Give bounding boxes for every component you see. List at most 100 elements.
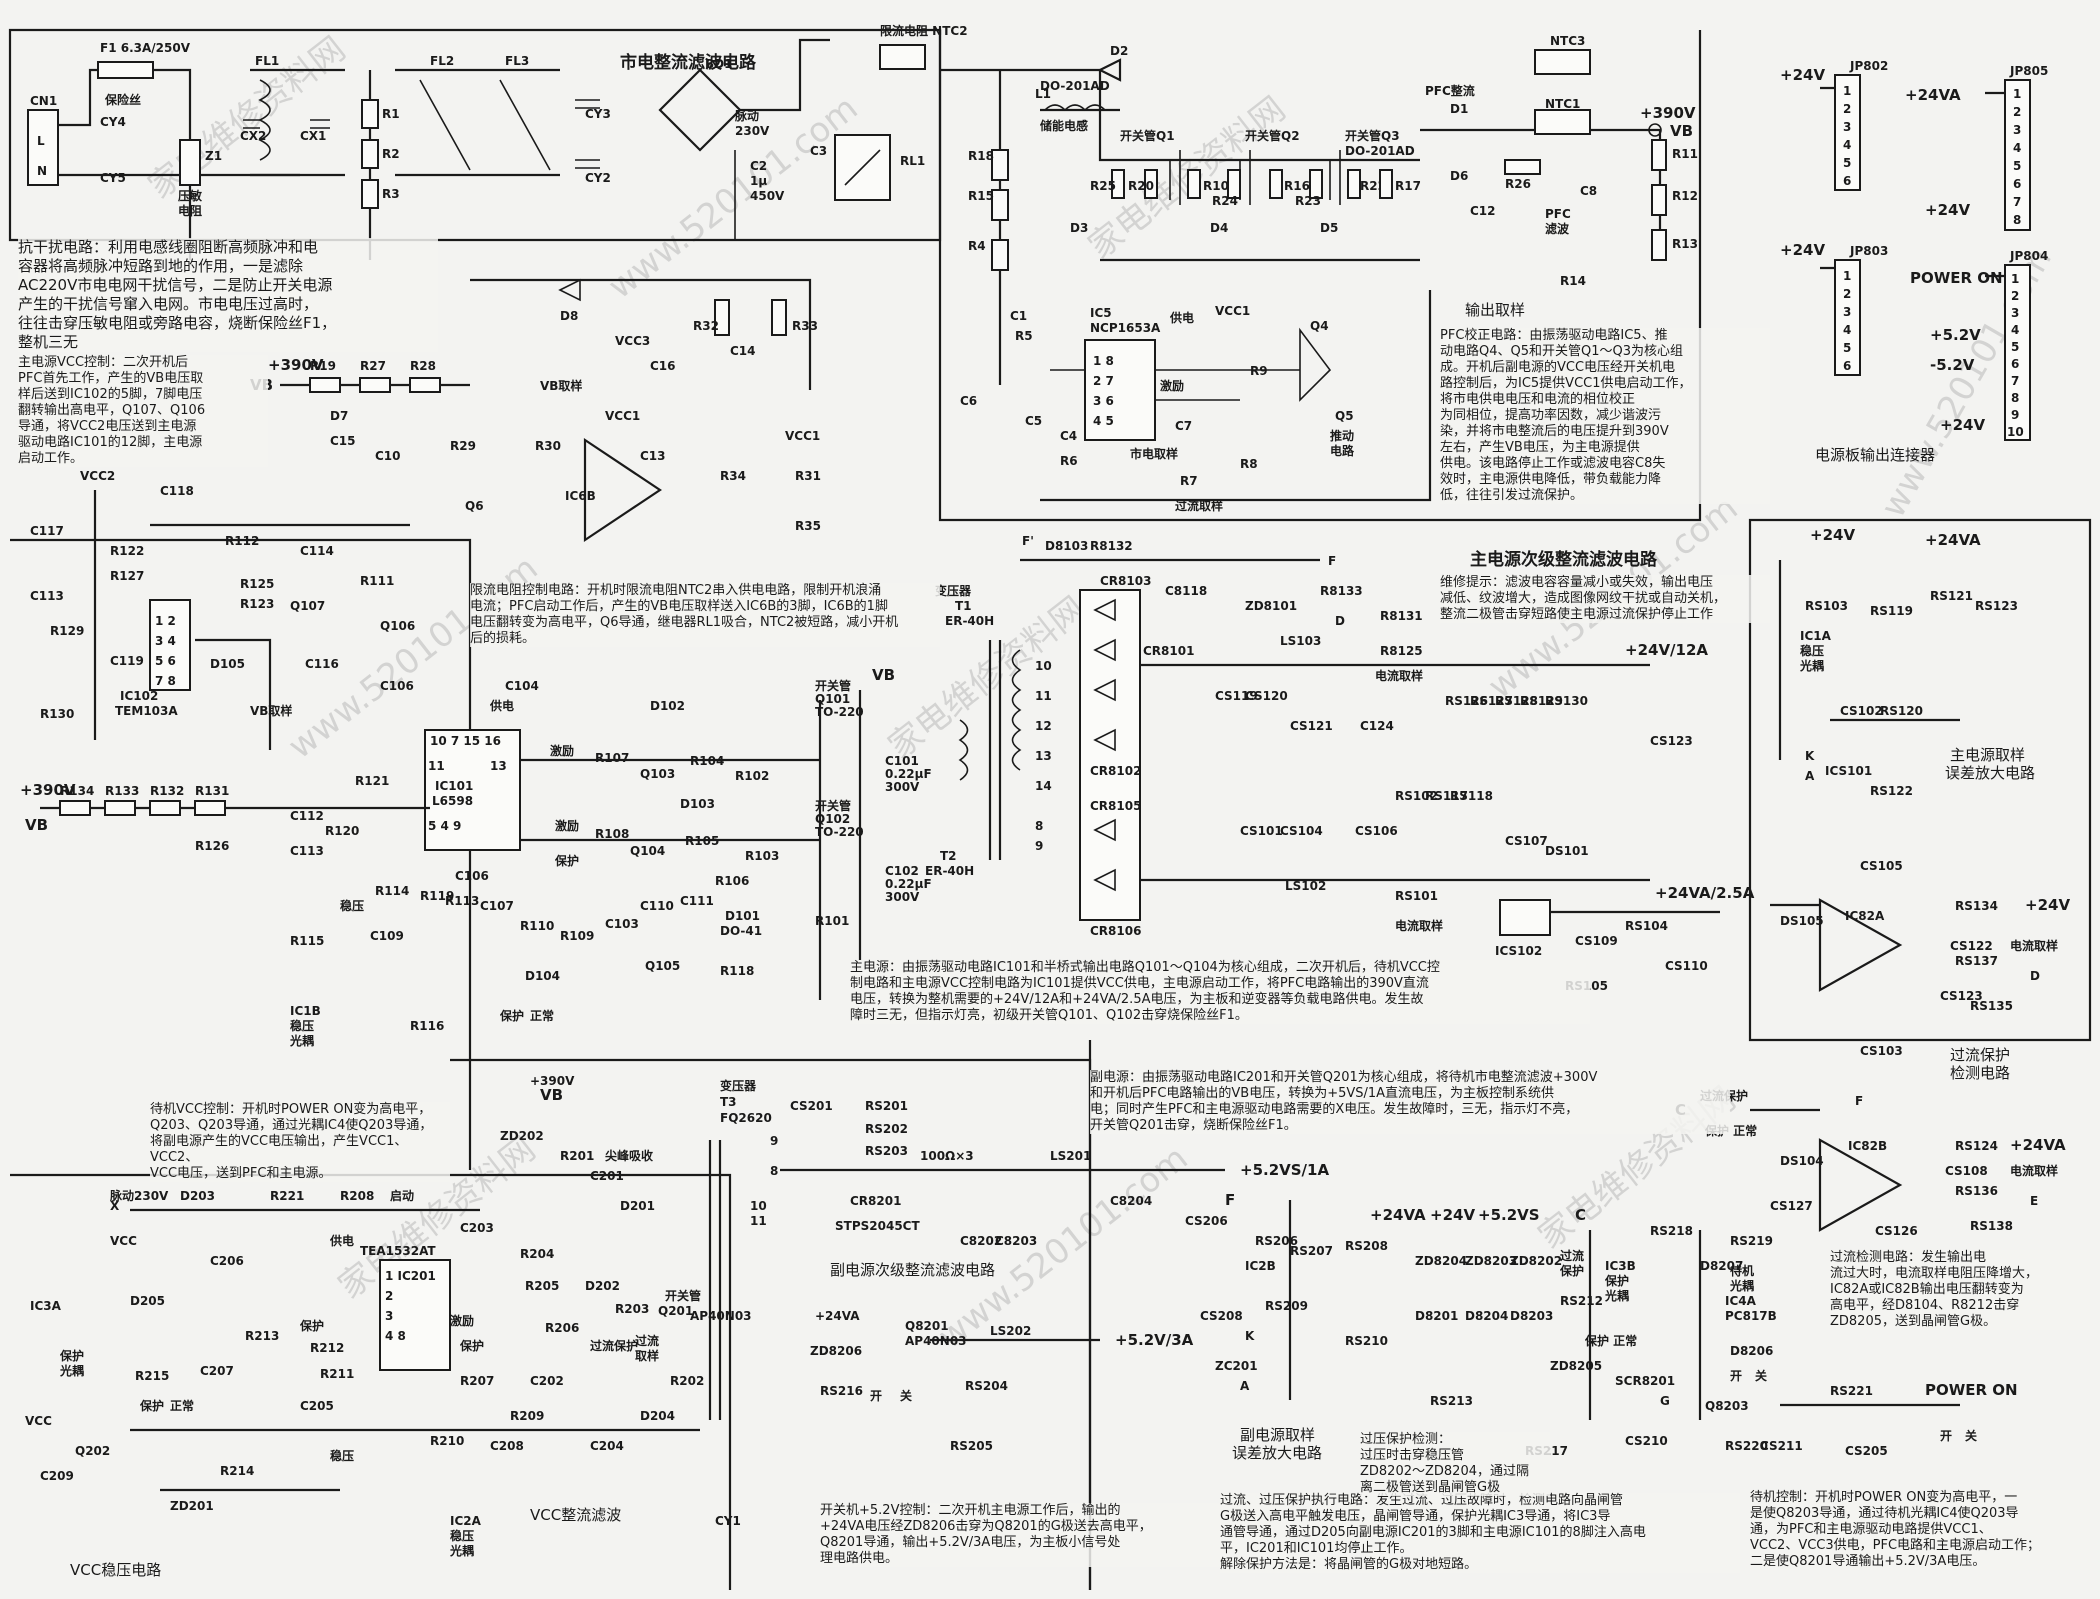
svg-text:电流取样: 电流取样 bbox=[1375, 668, 1423, 683]
svg-text:电阻: 电阻 bbox=[178, 203, 202, 218]
svg-text:RS220: RS220 bbox=[1725, 1439, 1768, 1453]
svg-text:CS210: CS210 bbox=[1625, 1434, 1668, 1448]
secondary-filter-title: 主电源次级整流滤波电路 bbox=[1470, 549, 1658, 570]
svg-text:R6: R6 bbox=[1060, 454, 1078, 468]
svg-text:+5.2VS: +5.2VS bbox=[1478, 1206, 1540, 1224]
svg-text:过流取样: 过流取样 bbox=[1175, 498, 1223, 513]
svg-text:7 8: 7 8 bbox=[155, 674, 176, 688]
svg-text:VB: VB bbox=[1670, 122, 1693, 140]
opamp-ic6b bbox=[583, 437, 662, 543]
svg-text:9: 9 bbox=[770, 1134, 778, 1148]
svg-text:R17: R17 bbox=[1395, 179, 1421, 193]
svg-text:ZD201: ZD201 bbox=[170, 1499, 214, 1513]
svg-text:R35: R35 bbox=[795, 519, 821, 533]
svg-text:开关管Q1: 开关管Q1 bbox=[1120, 128, 1175, 143]
out-24v-label: +24V/12A bbox=[1625, 641, 1708, 659]
svg-text:5: 5 bbox=[1843, 156, 1851, 170]
watermark: 家电维修资料网 bbox=[141, 29, 353, 207]
varistor-z1 bbox=[179, 139, 201, 186]
svg-text:VB取样: VB取样 bbox=[250, 703, 292, 718]
svg-text:稳压: 稳压 bbox=[330, 1448, 354, 1463]
svg-text:R129: R129 bbox=[50, 624, 84, 638]
svg-text:C8118: C8118 bbox=[1165, 584, 1207, 598]
svg-text:C206: C206 bbox=[210, 1254, 244, 1268]
svg-text:保护: 保护 bbox=[554, 853, 579, 868]
svg-text:压敏: 压敏 bbox=[178, 188, 203, 203]
svg-text:稳压: 稳压 bbox=[1800, 643, 1824, 658]
note-standby-vcc: 待机VCC控制：开机时POWER ON变为高电平， Q203、Q203导通，通过… bbox=[150, 1102, 450, 1182]
svg-text:CS121: CS121 bbox=[1290, 719, 1333, 733]
svg-text:3: 3 bbox=[1843, 305, 1851, 319]
svg-text:R14: R14 bbox=[1560, 274, 1586, 288]
svg-text:C14: C14 bbox=[730, 344, 756, 358]
svg-text:R103: R103 bbox=[745, 849, 779, 863]
svg-text:D201: D201 bbox=[620, 1199, 655, 1213]
svg-text:R33: R33 bbox=[792, 319, 818, 333]
svg-text:DO-201AD: DO-201AD bbox=[1345, 144, 1415, 158]
svg-text:+390V: +390V bbox=[20, 781, 76, 799]
svg-text:RS216: RS216 bbox=[820, 1384, 863, 1398]
svg-text:4: 4 bbox=[2013, 141, 2021, 155]
svg-text:D105: D105 bbox=[210, 657, 245, 671]
svg-text:C12: C12 bbox=[1470, 204, 1496, 218]
svg-text:Z1: Z1 bbox=[205, 149, 222, 163]
svg-text:5: 5 bbox=[1843, 341, 1851, 355]
svg-text:检测电路: 检测电路 bbox=[1950, 1064, 2010, 1082]
svg-text:电流取样: 电流取样 bbox=[1395, 918, 1443, 933]
svg-text:Q106: Q106 bbox=[380, 619, 415, 633]
svg-text:CS101: CS101 bbox=[1240, 824, 1283, 838]
svg-text:R28: R28 bbox=[410, 359, 436, 373]
svg-text:保护: 保护 bbox=[459, 1338, 484, 1353]
svg-text:R211: R211 bbox=[320, 1367, 354, 1381]
svg-text:10 7 15 16: 10 7 15 16 bbox=[430, 734, 501, 748]
note-anti-interference: 抗干扰电路：利用电感线圈阻断高频脉冲和电 容器将高频脉冲短路到地的作用，一是滤除… bbox=[18, 238, 438, 352]
svg-text:激励: 激励 bbox=[1160, 378, 1184, 393]
svg-text:关: 关 bbox=[1965, 1428, 1977, 1443]
svg-text:RS218: RS218 bbox=[1650, 1224, 1693, 1238]
svg-text:CS201: CS201 bbox=[790, 1099, 833, 1113]
svg-text:CS107: CS107 bbox=[1505, 834, 1548, 848]
svg-text:FL3: FL3 bbox=[505, 54, 529, 68]
svg-text:3: 3 bbox=[2013, 123, 2021, 137]
svg-text:TEM103A: TEM103A bbox=[115, 704, 178, 718]
svg-text:1 IC201: 1 IC201 bbox=[385, 1269, 436, 1283]
svg-text:IC101: IC101 bbox=[435, 779, 473, 793]
svg-text:A: A bbox=[1805, 769, 1815, 783]
svg-text:激励: 激励 bbox=[555, 818, 579, 833]
svg-text:过流保护: 过流保护 bbox=[1950, 1046, 2010, 1064]
svg-text:+24V: +24V bbox=[1925, 201, 1970, 219]
svg-text:2: 2 bbox=[2013, 105, 2021, 119]
svg-text:10: 10 bbox=[1035, 659, 1052, 673]
svg-text:R133: R133 bbox=[105, 784, 139, 798]
svg-text:C15: C15 bbox=[330, 434, 356, 448]
svg-text:TO-220: TO-220 bbox=[815, 705, 864, 719]
svg-text:1μ: 1μ bbox=[750, 174, 767, 188]
svg-text:R8132: R8132 bbox=[1090, 539, 1133, 553]
svg-text:供电: 供电 bbox=[329, 1233, 354, 1248]
svg-text:4: 4 bbox=[1843, 138, 1851, 152]
svg-text:开关管: 开关管 bbox=[815, 678, 851, 693]
svg-text:CS120: CS120 bbox=[1245, 689, 1288, 703]
svg-text:主电源取样: 主电源取样 bbox=[1950, 746, 2025, 764]
svg-text:IC1A: IC1A bbox=[1800, 629, 1832, 643]
svg-text:C117: C117 bbox=[30, 524, 64, 538]
bridge-rectifier-bd1 bbox=[658, 68, 742, 152]
svg-text:RS120: RS120 bbox=[1880, 704, 1923, 718]
svg-text:CS102: CS102 bbox=[1840, 704, 1883, 718]
svg-text:RS104: RS104 bbox=[1625, 919, 1668, 933]
svg-text:R27: R27 bbox=[360, 359, 386, 373]
svg-text:R11: R11 bbox=[1672, 147, 1698, 161]
svg-text:C209: C209 bbox=[40, 1469, 74, 1483]
svg-text:8: 8 bbox=[770, 1164, 778, 1178]
svg-text:D5: D5 bbox=[1320, 221, 1338, 235]
jp805-connector bbox=[2004, 79, 2031, 231]
svg-text:CS119: CS119 bbox=[1215, 689, 1258, 703]
svg-text:RS138: RS138 bbox=[1970, 1219, 2013, 1233]
svg-text:C110: C110 bbox=[640, 899, 674, 913]
note-overcurrent: 过流检测电路：发生输出电 流过大时，电流取样电阻压降增大， IC82A或IC82… bbox=[1830, 1250, 2090, 1330]
svg-text:R30: R30 bbox=[535, 439, 561, 453]
svg-text:C205: C205 bbox=[300, 1399, 334, 1413]
